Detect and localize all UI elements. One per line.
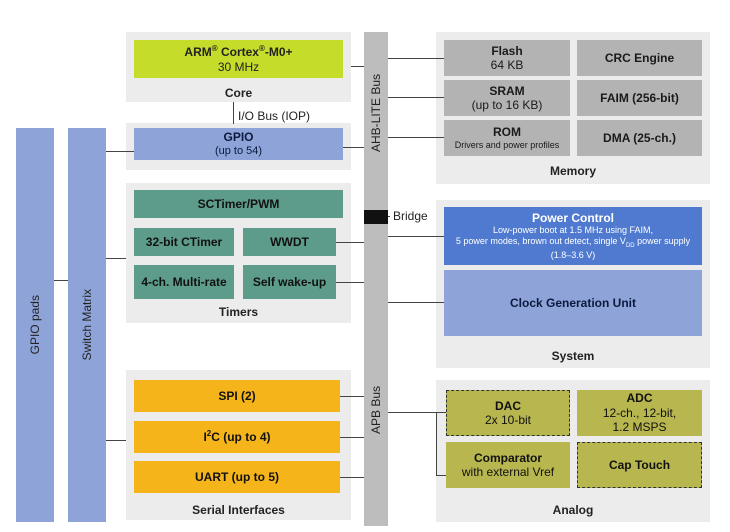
- flash-bus-line: [388, 58, 444, 60]
- bridge-line: [388, 216, 390, 218]
- gpio-bus-line: [334, 147, 364, 149]
- serial-interfaces-label: Serial Interfaces: [192, 503, 285, 517]
- comparator-block: Comparator with external Vref: [446, 442, 570, 488]
- analog-bus-vline: [436, 412, 438, 476]
- i2c-bus-line: [340, 437, 364, 439]
- gpio-title: GPIO: [223, 130, 254, 145]
- matrix-gpio-line: [106, 151, 134, 153]
- core-bus-line: [351, 66, 364, 68]
- wwdt-bus-line: [336, 242, 364, 244]
- cpu-frequency: 30 MHz: [217, 59, 260, 74]
- adc-block: ADC 12-ch., 12-bit, 1.2 MSPS: [577, 390, 702, 436]
- spi-block: SPI (2): [134, 380, 340, 412]
- adc-line1: 12-ch., 12-bit,: [602, 405, 677, 420]
- analog-label: Analog: [552, 503, 594, 517]
- flash-block: Flash 64 KB: [444, 40, 570, 76]
- flash-size: 64 KB: [490, 58, 524, 72]
- uart-block: UART (up to 5): [134, 461, 340, 493]
- rom-title: ROM: [493, 125, 521, 140]
- power-control-line1: Low-power boot at 1.5 MHz using FAIM,: [492, 225, 654, 236]
- sram-block: SRAM (up to 16 KB): [444, 80, 570, 116]
- system-label: System: [551, 349, 595, 363]
- multirate-block: 4-ch. Multi-rate: [134, 265, 234, 299]
- power-control-title: Power Control: [531, 211, 614, 226]
- wwdt-block: WWDT: [243, 228, 336, 256]
- uart-bus-line: [340, 477, 364, 479]
- power-control-line2: 5 power modes, brown out detect, single …: [455, 236, 691, 249]
- bridge-block: [364, 210, 388, 224]
- sram-size: (up to 16 KB): [471, 98, 543, 112]
- power-control-block: Power Control Low-power boot at 1.5 MHz …: [444, 207, 702, 265]
- flash-title: Flash: [491, 43, 523, 58]
- matrix-timers-line: [106, 258, 126, 260]
- system-bus: [364, 32, 388, 526]
- timers-label: Timers: [218, 305, 259, 319]
- power-control-line3: (1.8–3.6 V): [550, 250, 596, 261]
- gpio-pads-bar: GPIO pads: [16, 128, 54, 522]
- adc-title: ADC: [626, 391, 653, 406]
- clock-generation-block: Clock Generation Unit: [444, 270, 702, 336]
- apb-bus-label: APB Bus: [369, 385, 383, 435]
- gpio-pads-label: GPIO pads: [27, 295, 42, 355]
- rom-block: ROM Drivers and power profiles: [444, 120, 570, 156]
- clock-bus-line: [388, 302, 444, 304]
- dma-block: DMA (25-ch.): [577, 120, 702, 156]
- sctimer-block: SCTimer/PWM: [134, 190, 343, 218]
- rom-sub: Drivers and power profiles: [454, 139, 560, 150]
- wakeup-block: Self wake-up: [243, 265, 336, 299]
- ahb-bus-label: AHB-LITE Bus: [369, 73, 383, 153]
- matrix-serial-line: [106, 440, 126, 442]
- comparator-sub: with external Vref: [461, 465, 555, 479]
- switch-matrix-bar: Switch Matrix: [68, 128, 106, 522]
- dac-block: DAC 2x 10-bit: [446, 390, 570, 436]
- adc-line2: 1.2 MSPS: [612, 420, 667, 435]
- dac-title: DAC: [495, 398, 521, 413]
- cpu-name: ARM® Cortex®-M0+: [184, 44, 293, 60]
- io-bus-label: I/O Bus (IOP): [238, 109, 311, 123]
- memory-label: Memory: [549, 164, 596, 178]
- core-label: Core: [224, 86, 253, 100]
- io-bus-line: [233, 102, 235, 124]
- dac-bus-line: [436, 412, 446, 414]
- switch-matrix-label: Switch Matrix: [79, 289, 94, 361]
- sram-bus-line: [388, 97, 444, 99]
- cpu-block: ARM® Cortex®-M0+ 30 MHz: [134, 40, 343, 78]
- cap-touch-block: Cap Touch: [577, 442, 702, 488]
- sram-title: SRAM: [489, 83, 525, 98]
- gpio-block: GPIO (up to 54): [134, 128, 343, 160]
- power-bus-line: [388, 236, 444, 238]
- dac-sub: 2x 10-bit: [484, 413, 532, 427]
- bridge-label: Bridge: [393, 209, 428, 223]
- rom-bus-line: [388, 137, 444, 139]
- i2c-block: I2C (up to 4): [134, 421, 340, 453]
- comparator-title: Comparator: [473, 450, 542, 465]
- wakeup-bus-line: [336, 282, 364, 284]
- spi-bus-line: [340, 396, 364, 398]
- ctimer-block: 32-bit CTimer: [134, 228, 234, 256]
- faim-block: FAIM (256-bit): [577, 80, 702, 116]
- comparator-bus-line: [436, 475, 446, 477]
- pads-matrix-line: [54, 280, 68, 282]
- analog-bus-line: [388, 412, 436, 414]
- crc-engine-block: CRC Engine: [577, 40, 702, 76]
- gpio-sub: (up to 54): [214, 144, 263, 157]
